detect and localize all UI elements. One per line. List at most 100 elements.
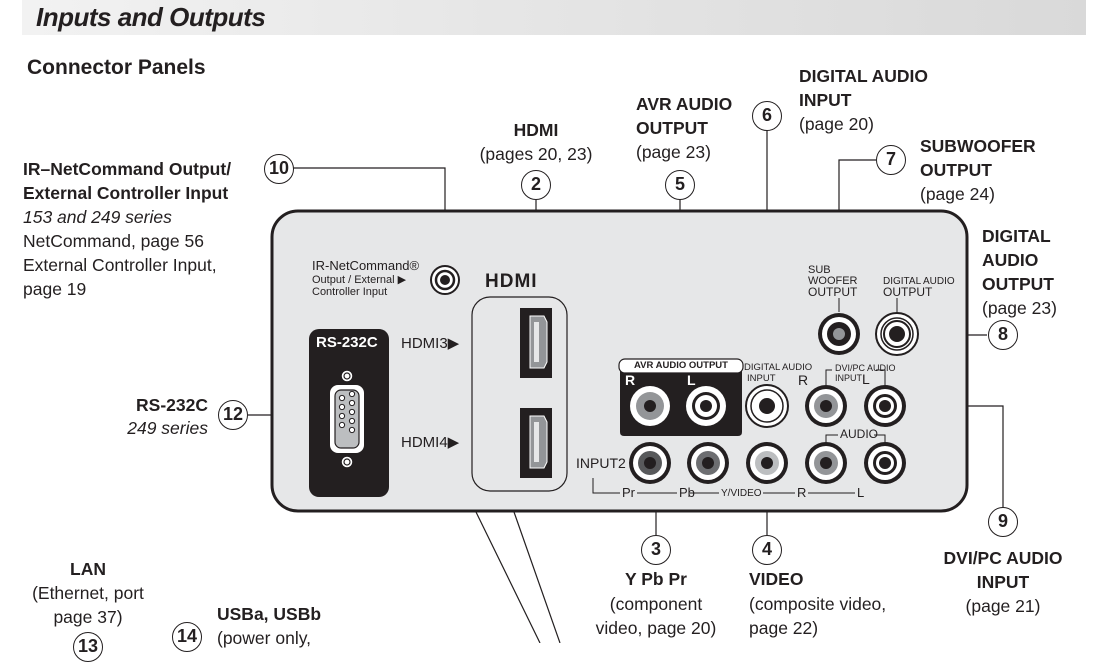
leader-line-13 [475,511,541,643]
callout-10-line-2: External Controller Input, [23,255,217,275]
callout-7-title-2: OUTPUT [920,160,992,180]
callout-3-line-1: (component [609,594,703,614]
ir-label-line-3: Controller Input [312,286,388,298]
avr-l-label: L [687,372,696,388]
ir-label-line-2: Output / External ▶ [312,274,407,286]
callout-7-title: SUBWOOFER [920,136,1036,156]
callout-number-8: 8 [988,320,1018,350]
rs232c-label: RS-232C [316,334,378,351]
callout-4-title: VIDEO [749,569,804,589]
digital-audio-output-label-2: OUTPUT [883,285,933,299]
pr-label: Pr [622,485,635,500]
callout-4-line-1: (composite video, [749,594,887,614]
dvi-pc-audio-label-2: INPUT [835,373,862,383]
sub-label-3: OUTPUT [808,285,858,299]
callout-12-title: RS-232C [136,395,208,415]
pb-label: Pb [679,485,695,500]
hdmi4-port [520,408,552,478]
callout-13-title: LAN [70,559,106,579]
digital-audio-input-jack [745,384,789,428]
callout-6-title: DIGITAL AUDIO [799,66,928,86]
hdmi3-port [520,308,552,378]
dvi-r-label: R [798,372,809,388]
callout-12-series: 249 series [127,418,208,438]
ir-label-line-1: IR-NetCommand® [312,258,420,273]
callout-number-10: 10 [264,154,294,184]
page-title: Inputs and Outputs [36,2,266,32]
callout-8-title-3: OUTPUT [982,274,1054,294]
callout-number-12: 12 [218,400,248,430]
callout-13-line-2: page 37) [53,607,123,627]
callout-8-title-2: AUDIO [982,250,1039,270]
callout-6-line-1: (page 20) [799,114,874,134]
hdmi-port-group [471,296,568,492]
callout-number-7: 7 [876,145,906,175]
avr-audio-l-jack [686,386,726,426]
callout-7-line-1: (page 24) [920,184,995,204]
digital-audio-output-label-1: DIGITAL AUDIO [883,276,955,287]
callout-6-title-2: INPUT [799,90,852,110]
hdmi-logo: HDMI [485,271,538,292]
sub-label-1: SUB [808,264,831,276]
y-video-label: Y/VIDEO [721,488,762,499]
section-title: Connector Panels [27,56,206,79]
input2-audio-r-jack [805,442,847,484]
callout-9-line-1: (page 21) [965,596,1041,616]
callout-3-line-2: video, page 20) [595,618,717,638]
leader-line-14 [513,511,561,643]
digital-audio-input-label-1: DIGITAL AUDIO [744,362,813,373]
callout-14-title: USBa, USBb [217,604,322,624]
callout-2-line-1: (pages 20, 23) [479,144,593,164]
dvi-pc-audio-label-1: DVI/PC AUDIO [835,363,896,373]
connector-panel-diagram [248,130,1004,643]
callout-number-5: 5 [665,170,695,200]
ir-netcommand-jack [430,265,460,295]
r-label: R [797,485,807,500]
input2-audio-l-jack [864,442,906,484]
callout-2-title: HDMI [513,120,559,140]
hdmi3-label: HDMI3▶ [401,335,460,352]
callout-13-line-1: (Ethernet, port [32,583,144,603]
digital-audio-output-jack [875,312,919,356]
callout-5-title-2: OUTPUT [636,118,708,138]
callout-9-title-2: INPUT [976,572,1030,592]
dvi-pc-audio-l-jack [864,385,906,427]
input2-pb-jack [687,442,729,484]
callout-5-title: AVR AUDIO [636,94,733,114]
callout-10-title-2: External Controller Input [23,183,229,203]
callout-5-line-1: (page 23) [636,142,711,162]
callout-8-title: DIGITAL [982,226,1051,246]
callout-10-line-3: page 19 [23,279,87,299]
avr-r-label: R [625,372,636,388]
callout-10-title: IR–NetCommand Output/ [23,159,232,179]
subwoofer-output-jack [818,313,860,355]
l-label: L [857,485,865,500]
page-header-bar: Inputs and Outputs [22,0,1086,35]
avr-audio-output-label: AVR AUDIO OUTPUT [634,360,728,371]
input2-label: INPUT2 [576,455,626,471]
callout-number-14: 14 [172,622,202,652]
callout-10-line-1: NetCommand, page 56 [23,231,204,251]
callout-number-3: 3 [641,535,671,565]
dvi-l-label: L [862,371,870,387]
dvi-pc-audio-r-jack [805,385,847,427]
callout-number-4: 4 [752,535,782,565]
rs232c-port [330,369,364,469]
callout-number-6: 6 [752,101,782,131]
sub-label-2: WOOFER [808,275,858,287]
callout-9-title: DVI/PC AUDIO [943,548,1063,568]
audio-label: AUDIO [840,427,879,441]
callout-number-13: 13 [73,632,103,662]
callout-number-2: 2 [521,170,551,200]
callout-number-9: 9 [988,507,1018,537]
hdmi4-label: HDMI4▶ [401,434,460,451]
input2-y-video-jack [746,442,788,484]
avr-audio-r-jack [630,386,670,426]
callout-10-series: 153 and 249 series [23,207,172,227]
callout-8-line-1: (page 23) [982,298,1057,318]
callout-4-line-2: page 22) [749,618,819,638]
callout-3-title: Y Pb Pr [625,569,687,589]
digital-audio-input-label-2: INPUT [747,373,776,384]
input2-pr-jack [629,442,671,484]
callout-14-line-1: (power only, [217,628,312,648]
